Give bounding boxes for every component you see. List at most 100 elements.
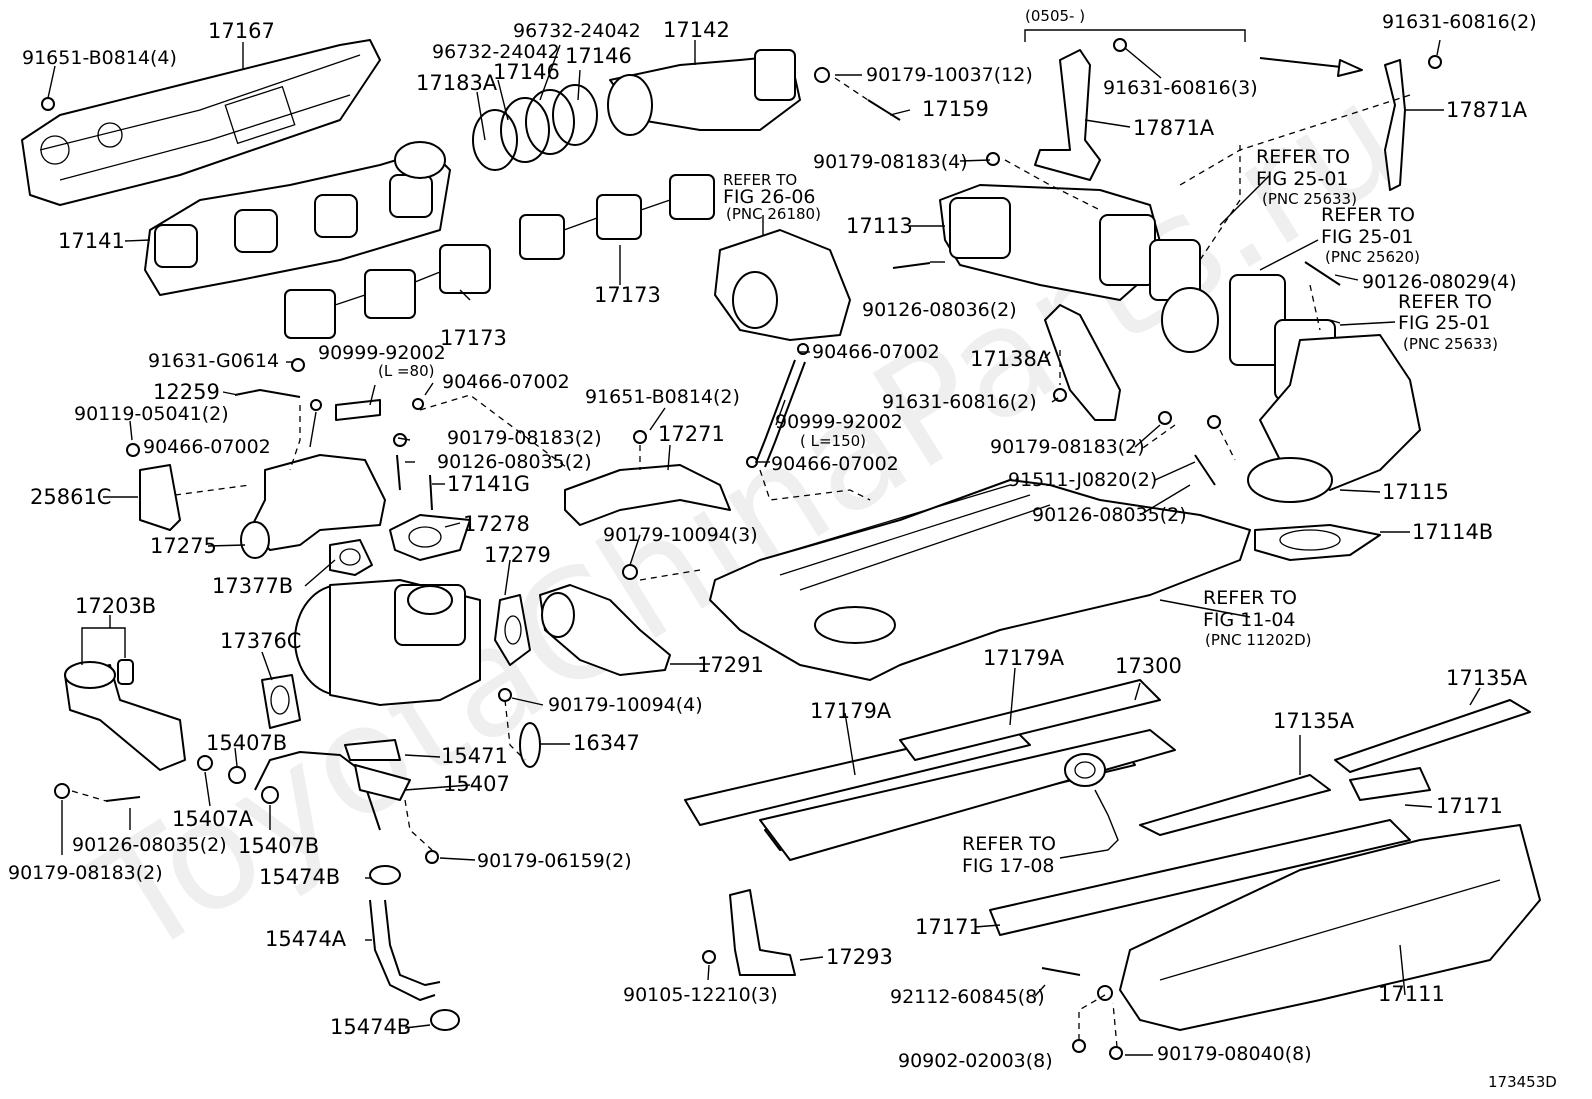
gasket-17114B bbox=[1254, 524, 1381, 561]
label-17146-a: 17146 bbox=[493, 60, 560, 84]
reference-notes: REFER TO FIG 26-06 (PNC 26180) REFER TO … bbox=[723, 146, 1498, 877]
label-l150: ( L=150) bbox=[800, 432, 866, 450]
gasket-16347 bbox=[519, 722, 541, 768]
label-90179-08040-8: 90179-08040(8) bbox=[1157, 1043, 1312, 1065]
label-96732-24042-a: 96732-24042 bbox=[513, 20, 641, 42]
ref-fig25-01-b-line2: FIG 25-01 bbox=[1321, 226, 1414, 248]
label-90179-08183-2b: 90179-08183(2) bbox=[990, 436, 1145, 458]
label-17179a-b: 17179A bbox=[810, 699, 892, 723]
label-90179-10094-3: 90179-10094(3) bbox=[603, 524, 758, 546]
ref-fig25-01-c-line3: (PNC 25633) bbox=[1403, 335, 1498, 353]
label-15474b-b: 15474B bbox=[330, 1015, 411, 1039]
label-90466-07002-c: 90466-07002 bbox=[143, 436, 271, 458]
label-90999-92002-b: 90999-92002 bbox=[775, 411, 903, 433]
label-17115: 17115 bbox=[1382, 480, 1449, 504]
exhaust-heat-insulator-17167 bbox=[21, 39, 381, 206]
label-17141g: 17141G bbox=[447, 472, 530, 496]
throttle-body bbox=[714, 229, 851, 341]
label-17171-b: 17171 bbox=[915, 915, 982, 939]
label-17111: 17111 bbox=[1378, 982, 1445, 1006]
part-labels: 17167 91651-B0814(4) 96732-24042 96732-2… bbox=[8, 7, 1557, 1091]
label-17203b: 17203B bbox=[75, 594, 156, 618]
exhaust-gasket-17173-left bbox=[284, 244, 491, 339]
ref-fig25-01-a-line1: REFER TO bbox=[1256, 146, 1350, 168]
label-17138a: 17138A bbox=[970, 347, 1052, 371]
gasket-17376C bbox=[261, 674, 301, 729]
ref-fig25-01-a-line3: (PNC 25633) bbox=[1262, 190, 1357, 208]
ref-fig17-08-line2: FIG 17-08 bbox=[962, 855, 1055, 877]
label-17113: 17113 bbox=[846, 214, 913, 238]
bracket-17871A-right bbox=[1384, 55, 1442, 191]
label-17179a-a: 17179A bbox=[983, 646, 1065, 670]
label-90126-08029-4: 90126-08029(4) bbox=[1362, 271, 1517, 293]
engine-cover bbox=[709, 479, 1251, 681]
label-15474a: 15474A bbox=[265, 927, 347, 951]
label-90119-05041-2: 90119-05041(2) bbox=[74, 403, 229, 425]
label-17167: 17167 bbox=[208, 19, 275, 43]
vacuum-hose bbox=[754, 359, 806, 468]
label-90466-07002-b: 90466-07002 bbox=[812, 341, 940, 363]
label-12259: 12259 bbox=[153, 380, 220, 404]
intake-manifold-17111 bbox=[1119, 824, 1541, 1031]
label-90179-08183-4: 90179-08183(4) bbox=[813, 151, 968, 173]
label-15407a: 15407A bbox=[172, 807, 254, 831]
label-91511-j0820-2: 91511-J0820(2) bbox=[1008, 469, 1157, 491]
ref-fig17-08-line1: REFER TO bbox=[962, 833, 1056, 855]
label-25861c: 25861C bbox=[30, 485, 111, 509]
label-17871a-b: 17871A bbox=[1446, 98, 1528, 122]
ref-fig11-04-line1: REFER TO bbox=[1203, 587, 1297, 609]
label-15471: 15471 bbox=[441, 744, 508, 768]
cover-25861C bbox=[139, 464, 181, 531]
label-96732-24042-b: 96732-24042 bbox=[432, 41, 560, 63]
water-outlet-17275 bbox=[240, 454, 386, 559]
label-90179-08183-2a: 90179-08183(2) bbox=[447, 427, 602, 449]
elbow-17115 bbox=[1247, 334, 1421, 503]
label-15407b-b: 15407B bbox=[238, 834, 319, 858]
label-90126-08035-2a: 90126-08035(2) bbox=[437, 451, 592, 473]
exhaust-gasket-17173-right bbox=[519, 174, 715, 260]
label-90126-08036-2: 90126-08036(2) bbox=[862, 299, 1017, 321]
ref-fig11-04-line2: FIG 11-04 bbox=[1203, 609, 1296, 631]
label-15474b-a: 15474B bbox=[259, 865, 340, 889]
bracket-17871A-left bbox=[1034, 38, 1127, 181]
figure-code: 173453D bbox=[1488, 1073, 1557, 1091]
label-91631-60816-2a: 91631-60816(2) bbox=[1382, 11, 1537, 33]
ref-fig25-01-b-line1: REFER TO bbox=[1321, 204, 1415, 226]
label-90179-08183-2c: 90179-08183(2) bbox=[8, 862, 163, 884]
leader-lines bbox=[47, 39, 1481, 1056]
exhaust-pipe-17142 bbox=[607, 49, 801, 136]
exhaust-pipe-17113 bbox=[939, 184, 1166, 301]
bracket-17293 bbox=[729, 889, 796, 976]
elbow-17291 bbox=[539, 584, 671, 676]
manifold-gasket-17179A bbox=[684, 679, 1176, 861]
bracket-17138A bbox=[1044, 304, 1121, 421]
hose-15474A bbox=[369, 865, 460, 1031]
label-17173-a: 17173 bbox=[594, 283, 661, 307]
gasket-17377B bbox=[329, 539, 373, 576]
cross-shaft-17135A bbox=[1139, 699, 1531, 836]
label-92112-60845-8: 92112-60845(8) bbox=[890, 986, 1045, 1008]
label-15407: 15407 bbox=[443, 772, 510, 796]
label-17291: 17291 bbox=[697, 653, 764, 677]
label-91631-60816-2b: 91631-60816(2) bbox=[882, 391, 1037, 413]
label-90466-07002-a: 90466-07002 bbox=[442, 371, 570, 393]
gasket-17278 bbox=[389, 514, 471, 561]
ref-fig26-06-line2: FIG 26-06 bbox=[723, 186, 816, 208]
ref-fig11-04-line3: (PNC 11202D) bbox=[1205, 631, 1311, 649]
label-l80: (L =80) bbox=[378, 362, 434, 380]
label-17300: 17300 bbox=[1115, 654, 1182, 678]
label-90999-92002-a: 90999-92002 bbox=[318, 342, 446, 364]
direction-arrow bbox=[1259, 57, 1363, 77]
label-17135a-a: 17135A bbox=[1446, 666, 1528, 690]
heat-insulator-17271 bbox=[564, 464, 731, 526]
label-90105-12210-3: 90105-12210(3) bbox=[623, 984, 778, 1006]
label-90126-08035-2c: 90126-08035(2) bbox=[72, 834, 227, 856]
label-15407b-a: 15407B bbox=[206, 731, 287, 755]
label-90126-08035-2b: 90126-08035(2) bbox=[1032, 504, 1187, 526]
label-90179-10094-4: 90179-10094(4) bbox=[548, 694, 703, 716]
label-17271: 17271 bbox=[658, 422, 725, 446]
label-17141: 17141 bbox=[58, 229, 125, 253]
label-17376c: 17376C bbox=[220, 629, 301, 653]
label-16347: 16347 bbox=[573, 731, 640, 755]
